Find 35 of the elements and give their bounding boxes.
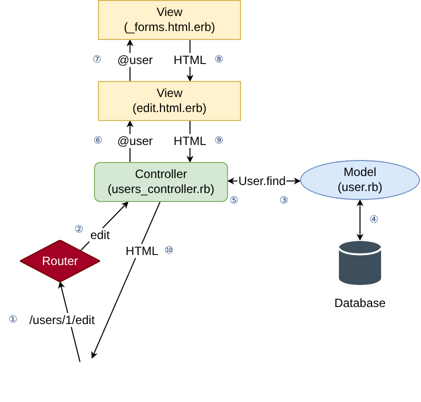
callout-number: ⑧ — [214, 54, 224, 66]
node-label: (users_controller.rb) — [108, 182, 214, 197]
node-label: (_forms.html.erb) — [124, 20, 216, 35]
node-label: View — [156, 86, 182, 101]
router-diamond — [20, 240, 100, 282]
node-label: Controller — [134, 167, 188, 182]
arrow — [80, 202, 128, 252]
node-label: (edit.html.erb) — [132, 101, 207, 116]
callout-number: ① — [8, 314, 18, 326]
edge-label: HTML — [172, 134, 208, 148]
edge-label: edit — [89, 228, 111, 242]
callout-number: ⑤ — [230, 196, 238, 206]
edge-label: HTML — [124, 244, 160, 258]
controller-box — [94, 162, 228, 202]
view-box — [98, 81, 241, 121]
view-box — [98, 0, 241, 40]
edge-label: @user — [116, 53, 154, 67]
node-label: View — [156, 5, 182, 20]
edge-label: /users/1/edit — [28, 313, 96, 327]
callout-number: ④ — [370, 214, 378, 226]
edge-label: @user — [116, 134, 154, 148]
edge-label: User.find — [237, 174, 287, 188]
node-label: Database — [334, 295, 386, 312]
callout-number: ⑩ — [164, 246, 174, 256]
edge-label: HTML — [172, 53, 208, 67]
callout-number: ⑥ — [94, 136, 102, 146]
callout-number: ③ — [280, 196, 288, 206]
arrow — [91, 202, 160, 359]
callout-number: ⑦ — [92, 54, 102, 66]
node-label: (user.rb) — [338, 180, 382, 195]
arrow — [356, 199, 364, 241]
callout-number: ⑨ — [214, 136, 224, 146]
node-label: Model — [344, 165, 376, 180]
callout-number: ② — [74, 224, 84, 236]
node-label: Router — [42, 254, 78, 268]
